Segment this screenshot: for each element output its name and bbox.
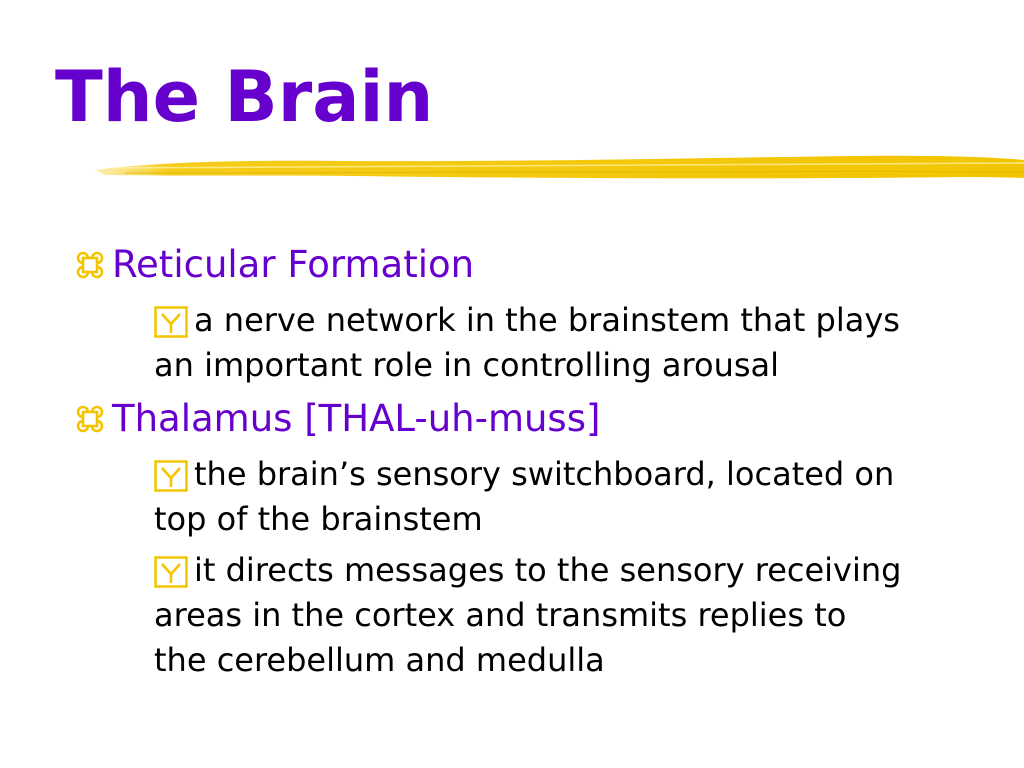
command-icon <box>76 251 104 279</box>
sub-bullet-item: the brain’s sensory switchboard, located… <box>154 452 954 542</box>
sub-bullet-line: an important role in controlling arousal <box>154 346 780 384</box>
title-underline-brushstroke <box>95 155 1024 179</box>
sub-bullet-line: it directs messages to the sensory recei… <box>194 551 902 589</box>
command-icon <box>76 405 104 433</box>
slide-title: The Brain <box>55 56 434 138</box>
bullet-item-thalamus: Thalamus [THAL-uh-muss] <box>72 394 972 444</box>
sub-bullet-item: a nerve network in the brainstem that pl… <box>154 298 954 388</box>
sub-bullet-line: top of the brainstem <box>154 500 483 538</box>
sub-bullet-line: the cerebellum and medulla <box>154 641 605 679</box>
sub-bullet-line: the brain’s sensory switchboard, located… <box>194 455 895 493</box>
sub-bullet-line: areas in the cortex and transmits replie… <box>154 596 847 634</box>
bullet-label: Reticular Formation <box>112 243 475 286</box>
bullet-item-reticular-formation: Reticular Formation <box>72 240 972 290</box>
bullet-label: Thalamus [THAL-uh-muss] <box>112 397 601 440</box>
sub-bullet-line: a nerve network in the brainstem that pl… <box>194 301 900 339</box>
checkbox-icon <box>154 556 188 588</box>
checkbox-icon <box>154 460 188 492</box>
bullet-list: Reticular Formation a nerve network in t… <box>72 240 972 683</box>
sub-bullet-item: it directs messages to the sensory recei… <box>154 548 954 683</box>
checkbox-icon <box>154 306 188 338</box>
